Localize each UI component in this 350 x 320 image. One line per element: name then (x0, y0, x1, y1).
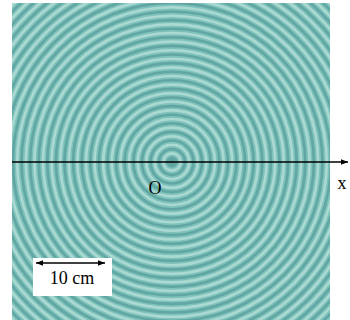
wave-crest (12, 3, 330, 320)
wave-trough (12, 3, 330, 320)
wave-trough (12, 3, 330, 320)
wave-crest (12, 3, 330, 320)
wave-rings (12, 3, 330, 320)
axis-label: x (338, 174, 347, 192)
wave-crest (12, 3, 330, 320)
wave-trough (12, 3, 330, 320)
wave-crest (12, 3, 330, 320)
wave-trough (12, 3, 330, 320)
x-axis (12, 161, 348, 163)
scale-bar (36, 262, 105, 263)
scale-box (33, 258, 112, 296)
origin-label: O (149, 179, 162, 197)
wave-trough (12, 3, 330, 320)
wave-crest (12, 3, 330, 320)
wave-trough (12, 3, 330, 320)
wave-crest (12, 3, 330, 320)
wave-trough (12, 3, 330, 320)
wave-crest (12, 3, 330, 320)
scale-label: 10 cm (50, 269, 95, 287)
wave-trough (12, 3, 330, 320)
